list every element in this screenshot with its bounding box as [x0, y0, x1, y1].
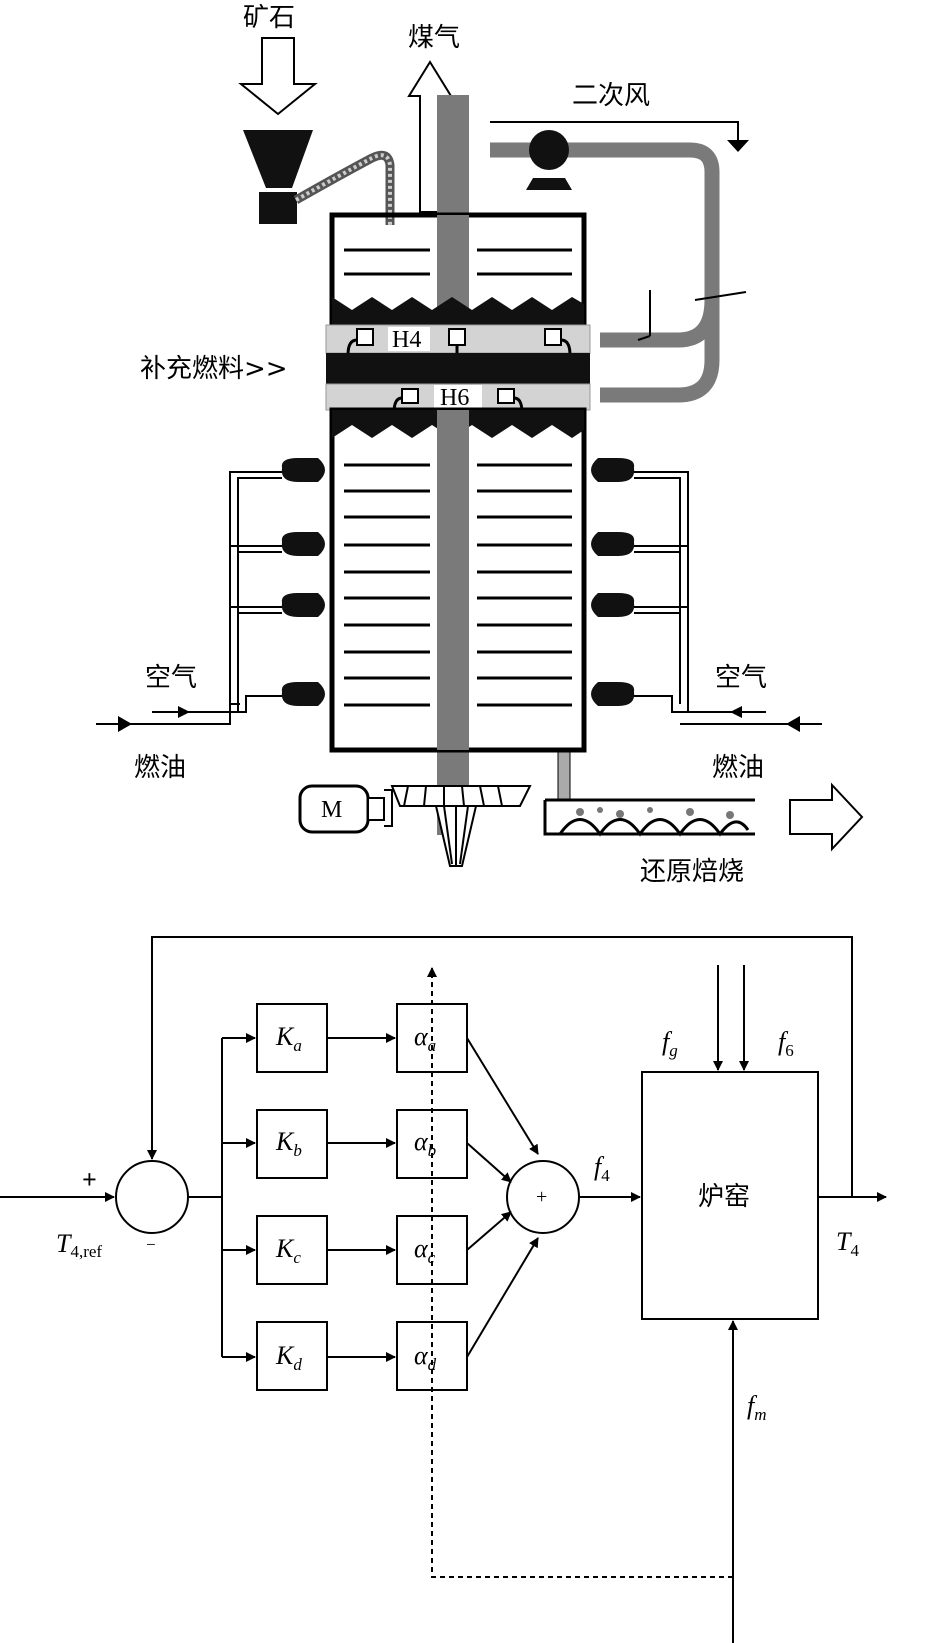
- drive-gear: [390, 785, 532, 807]
- error-summing-junction: [115, 1160, 189, 1234]
- oil-right-label: 燃油: [712, 753, 764, 783]
- furnace-schematic: 矿石 煤气 二次风: [96, 3, 864, 887]
- gain-label-b: Kb: [275, 1127, 302, 1160]
- control-labels: + − T4,ref Ka Kb Kc Kd αa αb αc αd + f4 …: [56, 1022, 859, 1424]
- hearth-h6-label: H6: [440, 385, 469, 411]
- sum-sign: +: [536, 1186, 547, 1208]
- ore-hopper: [243, 130, 313, 188]
- gas-label: 煤气: [408, 23, 460, 53]
- discharge-pipe: [557, 751, 571, 801]
- weight-label-b: αb: [414, 1127, 436, 1160]
- fm-label: fm: [747, 1391, 767, 1424]
- supplementary-fuel-label: 补充燃料>>: [140, 354, 288, 384]
- hearth-h4-label: H4: [392, 327, 421, 353]
- oil-left-label: 燃油: [134, 753, 186, 783]
- product-output-arrow: [789, 782, 864, 852]
- middle-black-band: [326, 353, 590, 384]
- upper-zigzag: [332, 297, 584, 325]
- furnace-block: [641, 1071, 819, 1320]
- secondary-air-label: 二次风: [572, 81, 650, 111]
- minus-sign: −: [146, 1235, 156, 1254]
- ore-input-arrow: [238, 37, 318, 116]
- left-burners: [281, 458, 325, 706]
- control-block-diagram: [0, 936, 887, 1643]
- air-left-label: 空气: [145, 663, 197, 693]
- right-burners: [591, 458, 635, 706]
- motor-label: M: [321, 797, 342, 823]
- gain-label-d: Kd: [275, 1341, 302, 1374]
- screw-conveyor: [543, 798, 755, 836]
- f6-label: f6: [778, 1027, 794, 1060]
- furnace-label: 炉窑: [698, 1182, 750, 1212]
- air-right-label: 空气: [715, 663, 767, 693]
- reduction-roasting-label: 还原焙烧: [640, 857, 744, 887]
- gain-label-a: Ka: [275, 1022, 302, 1055]
- f4-label: f4: [594, 1152, 610, 1185]
- fan-icon: [529, 130, 569, 170]
- adaptation-dashed-line: [427, 967, 733, 1578]
- plus-sign: +: [82, 1165, 97, 1194]
- ore-label: 矿石: [243, 3, 295, 33]
- fg-label: fg: [662, 1027, 678, 1060]
- gain-label-c: Kc: [275, 1234, 301, 1267]
- weight-label-d: αd: [414, 1341, 437, 1374]
- weight-label-c: αc: [414, 1234, 436, 1267]
- weight-label-a: αa: [414, 1022, 436, 1055]
- secondary-air-duct: [490, 142, 720, 403]
- hopper-outlet: [259, 192, 297, 224]
- output-label: T4: [836, 1227, 859, 1260]
- secondary-air-line: [490, 121, 739, 140]
- reference-label: T4,ref: [56, 1229, 102, 1261]
